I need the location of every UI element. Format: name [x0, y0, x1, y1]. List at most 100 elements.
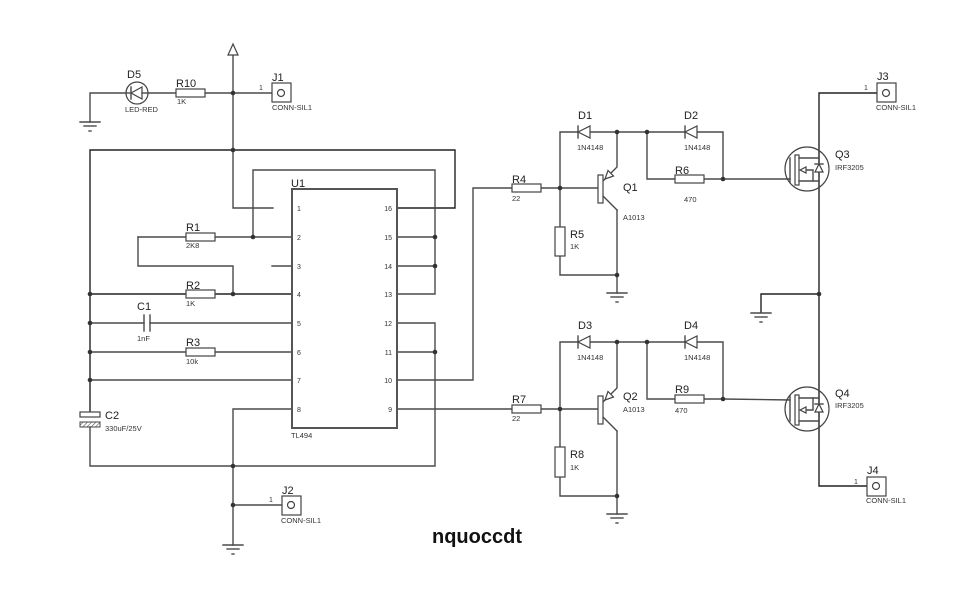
pin-labels-left: 1 2 3 4 5 6 7 8: [297, 206, 301, 414]
ground-icon: [750, 312, 772, 323]
ground-icon: [606, 292, 628, 303]
component-ref: R8: [570, 449, 584, 461]
component-value: CONN-SIL1: [866, 496, 906, 505]
wire: [696, 341, 724, 400]
mosfet-q4[interactable]: Q4 IRF3205: [784, 386, 864, 432]
component-ref: Q2: [623, 391, 638, 403]
component-ref: R1: [186, 222, 200, 234]
component-value: 22: [512, 414, 520, 423]
ground-icon: [79, 121, 101, 132]
resistor-r7[interactable]: R7 22: [511, 394, 542, 423]
ground-icon: [606, 513, 628, 524]
wire: [696, 131, 724, 180]
junction-dot: [87, 349, 93, 355]
wire: [646, 131, 676, 180]
component-value: 470: [675, 406, 688, 415]
component-value: 1N4148: [684, 353, 710, 362]
junction-dot: [557, 185, 563, 191]
resistor-r9[interactable]: R9 470: [674, 384, 705, 415]
capacitor-c2[interactable]: C2 330uF/25V: [79, 410, 142, 433]
component-ref: C2: [105, 410, 119, 422]
resistor-r8[interactable]: R8 1K: [554, 446, 584, 478]
resistor-r4[interactable]: R4 22: [511, 174, 542, 203]
pin-label: 9: [388, 407, 392, 414]
component-value: CONN-SIL1: [876, 103, 916, 112]
junction-dot: [614, 339, 620, 345]
component-value: 1N4148: [577, 143, 603, 152]
pin-number: 1: [259, 85, 263, 92]
component-value: 1N4148: [684, 143, 710, 152]
diode-d4[interactable]: D4 1N4148: [683, 320, 710, 362]
component-value: 1N4148: [577, 353, 603, 362]
pin-label: 5: [297, 321, 301, 328]
connector-j3[interactable]: J3 CONN-SIL1 1: [864, 71, 916, 112]
component-ref: R10: [176, 78, 196, 90]
junction-dot: [557, 406, 563, 412]
component-ref: J2: [282, 485, 294, 497]
pin-number: 1: [269, 497, 273, 504]
component-ref: R4: [512, 174, 526, 186]
component-ref: R9: [675, 384, 689, 396]
pin-number: 1: [854, 479, 858, 486]
mosfet-q3[interactable]: Q3 IRF3205: [784, 146, 864, 192]
wire: [559, 131, 579, 228]
wire: [559, 476, 618, 497]
resistor-r10[interactable]: R10 1K: [175, 78, 206, 106]
resistor-r1[interactable]: R1 2K8: [185, 222, 216, 250]
author-label: nquoccdt: [432, 526, 522, 548]
component-value: 1K: [570, 463, 579, 472]
junction-dot: [644, 129, 650, 135]
component-ref: D1: [578, 110, 592, 122]
component-value: TL494: [291, 431, 312, 440]
resistor-r3[interactable]: R3 10k: [185, 337, 216, 366]
wire: [89, 92, 127, 123]
pin-label: 15: [384, 235, 392, 242]
diode-d2[interactable]: D2 1N4148: [683, 110, 710, 152]
transistor-q1[interactable]: Q1 A1013: [597, 169, 645, 223]
component-value: 22: [512, 194, 520, 203]
capacitor-c1[interactable]: C1 1nF: [137, 301, 151, 343]
component-value: CONN-SIL1: [272, 103, 312, 112]
connector-j4[interactable]: J4 CONN-SIL1 1: [854, 465, 906, 505]
junction-dot: [230, 463, 236, 469]
diode-d1[interactable]: D1 1N4148: [576, 110, 603, 152]
component-ref: R7: [512, 394, 526, 406]
junction-dot: [230, 90, 236, 96]
wire: [232, 54, 274, 209]
pin-label: 12: [384, 321, 392, 328]
junction-dot: [614, 272, 620, 278]
connector-j1[interactable]: J1 CONN-SIL1 1: [259, 72, 312, 112]
led-d5[interactable]: D5 LED-RED: [125, 69, 159, 114]
junction-dot: [816, 291, 822, 297]
pin-label: 1: [297, 206, 301, 213]
wire: [703, 398, 791, 401]
diode-d3[interactable]: D3 1N4148: [576, 320, 603, 362]
transistor-q2[interactable]: Q2 A1013: [597, 390, 645, 425]
junction-dot: [614, 493, 620, 499]
junction-dot: [87, 320, 93, 326]
junction-dot: [87, 377, 93, 383]
connector-j2[interactable]: J2 CONN-SIL1 1: [269, 485, 321, 525]
junction-dot: [230, 502, 236, 508]
resistor-r6[interactable]: R6 470: [674, 165, 705, 204]
pin-label: 4: [297, 292, 301, 299]
component-value: 470: [684, 195, 697, 204]
component-ref: Q1: [623, 182, 638, 194]
pin-label: 3: [297, 264, 301, 271]
junction-dot: [230, 147, 236, 153]
wire: [818, 92, 881, 487]
component-ref: R5: [570, 229, 584, 241]
resistor-r2[interactable]: R2 1K: [185, 280, 216, 308]
component-value: 10k: [186, 357, 198, 366]
junction-dot: [230, 291, 236, 297]
pin-label: 13: [384, 292, 392, 299]
resistor-r5[interactable]: R5 1K: [554, 226, 584, 257]
component-ref: R2: [186, 280, 200, 292]
junction-dot: [432, 234, 438, 240]
junction-dot: [644, 339, 650, 345]
pin-label: 7: [297, 378, 301, 385]
ic-u1[interactable]: U1 TL494 1 2 3 4 5 6 7 8 16 15 14 13 12 …: [291, 178, 398, 440]
wire: [396, 187, 513, 381]
wire: [646, 341, 676, 400]
